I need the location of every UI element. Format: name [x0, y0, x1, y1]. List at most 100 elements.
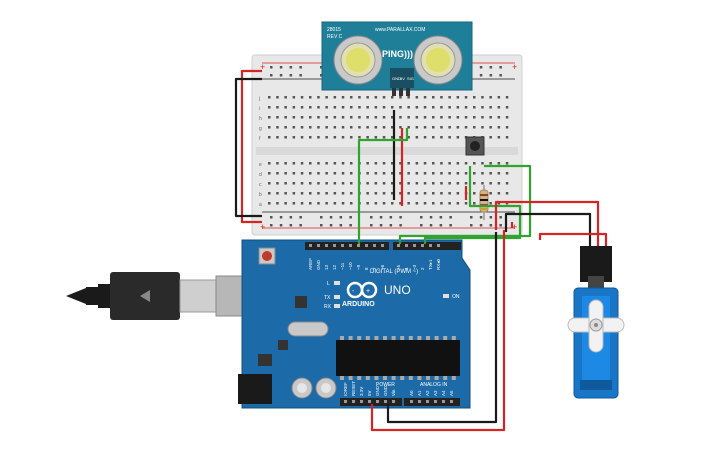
- ic-pin: [451, 376, 456, 380]
- header-hole: [384, 400, 387, 403]
- breadboard-hole: [300, 106, 304, 109]
- breadboard-hole: [325, 96, 328, 99]
- digital-pin-label: ~5: [396, 264, 401, 270]
- analog-pin-label: A0: [409, 390, 414, 396]
- power-pin-label: GND: [375, 385, 380, 396]
- breadboard-hole: [481, 126, 484, 129]
- breadboard-hole: [489, 182, 492, 185]
- header-hole: [426, 400, 429, 403]
- breadboard-hole: [415, 96, 419, 99]
- breadboard-hole: [473, 182, 476, 185]
- digital-pin-label: ~9: [356, 264, 361, 270]
- breadboard-hole: [440, 172, 443, 175]
- breadboard-hole: [456, 136, 460, 139]
- breadboard-hole: [276, 126, 279, 129]
- breadboard-hole: [423, 182, 427, 185]
- breadboard-hole: [407, 162, 410, 165]
- ic-pin: [400, 376, 405, 380]
- digital-pin-label: 7: [372, 267, 377, 270]
- breadboard-hole: [407, 172, 410, 175]
- ic-pin: [391, 376, 396, 380]
- breadboard-hole: [333, 162, 337, 165]
- breadboard-hole: [284, 182, 287, 185]
- ic-pin: [434, 376, 439, 380]
- breadboard-hole: [317, 126, 320, 129]
- breadboard-hole: [415, 106, 419, 109]
- ic-pin: [434, 336, 439, 340]
- analog-pin-label: A5: [449, 390, 454, 396]
- wire-button-signal: [398, 164, 532, 244]
- reset-button[interactable]: [262, 251, 272, 261]
- header-hole: [405, 244, 408, 247]
- breadboard-hole: [456, 172, 460, 175]
- row-letter: b: [259, 192, 262, 198]
- ic-pin: [365, 376, 370, 380]
- analog-pin-label: A1: [417, 390, 422, 396]
- breadboard-hole: [415, 126, 419, 129]
- breadboard-hole: [497, 172, 501, 175]
- breadboard-hole: [300, 96, 304, 99]
- rail-plus-label-right: +: [512, 62, 517, 72]
- breadboard-hole: [505, 192, 509, 195]
- breadboard-hole: [333, 126, 337, 129]
- breadboard-hole: [382, 116, 386, 119]
- rail-hole: [439, 216, 443, 219]
- rail-hole: [279, 216, 283, 219]
- breadboard-hole: [440, 106, 443, 109]
- breadboard-hole: [292, 182, 296, 185]
- breadboard-hole: [341, 106, 345, 109]
- breadboard-hole: [448, 202, 451, 205]
- breadboard-hole: [317, 116, 320, 119]
- breadboard-hole: [399, 96, 402, 99]
- digital-pin-label: ~3: [412, 264, 417, 270]
- header-hole: [368, 400, 371, 403]
- breadboard-hole: [325, 172, 328, 175]
- breadboard-hole: [497, 126, 501, 129]
- rail-hole: [289, 216, 293, 219]
- header-hole: [376, 400, 379, 403]
- breadboard-hole: [448, 192, 451, 195]
- header-hole: [333, 244, 336, 247]
- breadboard-hole: [317, 136, 320, 139]
- breadboard-hole: [473, 192, 476, 195]
- rail-hole: [349, 216, 352, 219]
- header-hole: [410, 400, 413, 403]
- breadboard-hole: [473, 106, 476, 109]
- breadboard-hole: [391, 162, 394, 165]
- breadboard-hole: [505, 126, 509, 129]
- digital-pin-label: 2: [420, 267, 425, 270]
- breadboard-hole: [300, 136, 304, 139]
- breadboard-hole: [317, 162, 320, 165]
- rail-hole: [320, 74, 323, 77]
- breadboard-hole: [309, 192, 312, 195]
- breadboard-hole: [374, 126, 378, 129]
- sensor-brand: PING))): [382, 49, 413, 59]
- breadboard-hole: [481, 172, 484, 175]
- breadboard-hole: [350, 162, 353, 165]
- breadboard-hole: [268, 106, 271, 109]
- breadboard-hole: [473, 96, 476, 99]
- breadboard-hole: [399, 162, 402, 165]
- analog-pin-label: A4: [441, 390, 446, 396]
- breadboard-hole: [456, 126, 460, 129]
- rail-hole: [470, 216, 473, 219]
- breadboard-hole: [292, 192, 296, 195]
- rail-hole: [449, 224, 452, 227]
- breadboard-hole: [423, 126, 427, 129]
- breadboard-hole: [276, 172, 279, 175]
- breadboard-hole: [333, 172, 337, 175]
- breadboard-hole: [382, 126, 386, 129]
- breadboard-hole: [415, 162, 419, 165]
- breadboard-hole: [456, 182, 460, 185]
- breadboard-hole: [350, 116, 353, 119]
- rail-hole: [299, 74, 302, 77]
- rail-hole: [270, 224, 273, 227]
- breadboard-hole: [391, 182, 394, 185]
- header-hole: [325, 244, 328, 247]
- rail-hole: [429, 216, 433, 219]
- header-hole: [357, 244, 360, 247]
- breadboard-hole: [391, 172, 394, 175]
- breadboard-hole: [481, 96, 484, 99]
- breadboard-hole: [341, 172, 345, 175]
- breadboard-hole: [268, 126, 271, 129]
